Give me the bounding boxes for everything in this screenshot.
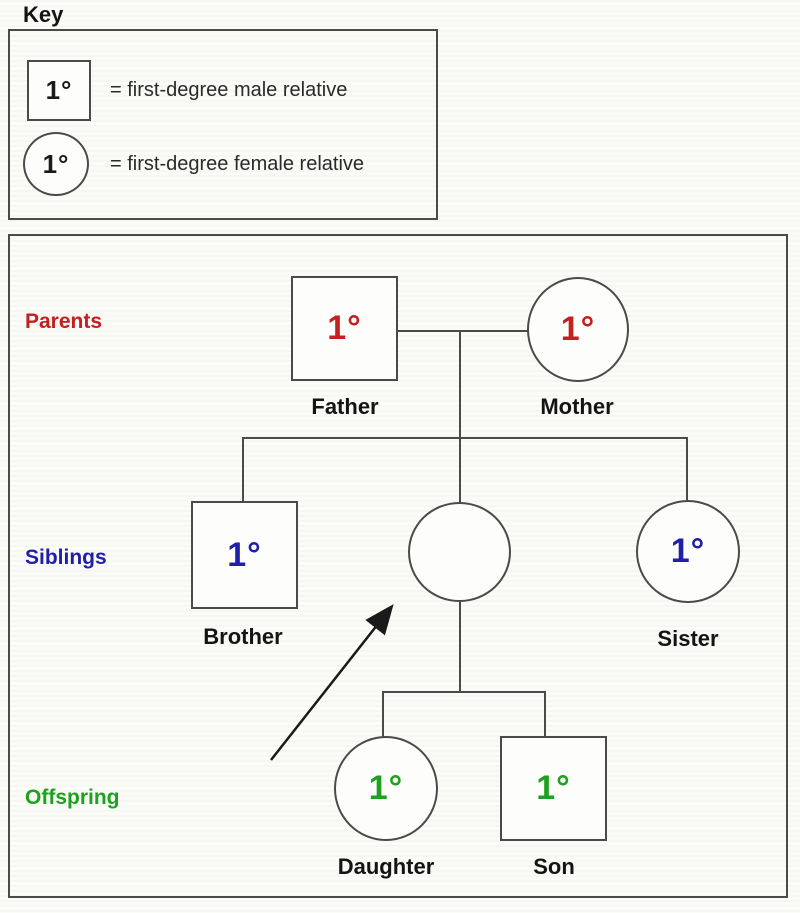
father-degree-symbol: 1° — [327, 309, 362, 347]
key-male-symbol: 1° — [45, 75, 73, 105]
mother-circle: 1° — [527, 277, 629, 382]
proband-circle — [408, 502, 511, 602]
father-label: Father — [311, 394, 379, 419]
key-male-square: 1° — [27, 60, 91, 121]
generation-label-siblings: Siblings — [25, 546, 107, 569]
key-title: Key — [23, 2, 64, 27]
generation-label-parents: Parents — [25, 310, 103, 333]
brother-square: 1° — [191, 501, 298, 609]
generation-label-offspring: Offspring — [25, 786, 120, 809]
sister-circle: 1° — [636, 500, 740, 603]
key-box — [8, 29, 438, 220]
key-female-circle: 1° — [23, 132, 89, 196]
daughter-label: Daughter — [337, 854, 435, 879]
father-square: 1° — [291, 276, 398, 381]
daughter-degree-symbol: 1° — [368, 769, 404, 807]
key-female-symbol: 1° — [42, 148, 70, 179]
mother-label: Mother — [540, 394, 614, 419]
mother-degree-symbol: 1° — [560, 310, 596, 348]
key-male-description: = first-degree male relative — [110, 79, 348, 101]
sister-label: Sister — [657, 626, 719, 651]
key-female-description: = first-degree female relative — [110, 153, 365, 175]
sister-degree-symbol: 1° — [670, 532, 706, 570]
diagram-box — [8, 234, 788, 898]
son-square: 1° — [500, 736, 607, 841]
brother-label: Brother — [203, 624, 283, 649]
son-degree-symbol: 1° — [536, 769, 571, 807]
son-label: Son — [533, 854, 575, 879]
brother-degree-symbol: 1° — [227, 535, 262, 574]
daughter-circle: 1° — [334, 736, 438, 841]
